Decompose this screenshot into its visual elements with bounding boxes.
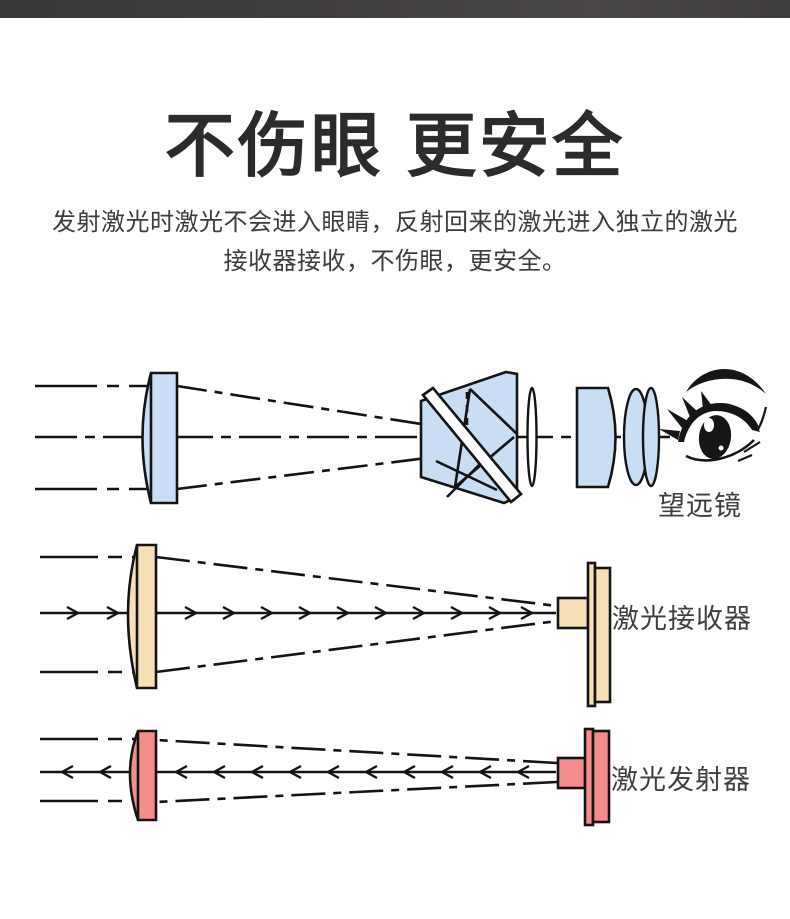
receiver-converging-rays — [155, 555, 558, 674]
transmitter-diagram — [40, 727, 611, 827]
telescope-label: 望远镜 — [658, 491, 742, 521]
objective-lens-icon — [141, 371, 179, 505]
prism-icon — [419, 370, 523, 505]
subtitle-line-2: 接收器接收，不伤眼，更安全。 — [223, 248, 567, 275]
relay-plate-icon — [526, 386, 538, 488]
field-lens-icon — [575, 386, 617, 489]
top-dark-bar — [0, 0, 790, 18]
transmitter-diverging-rays — [155, 738, 558, 804]
incoming-rays — [35, 384, 151, 491]
beamsplitter-band — [421, 386, 523, 504]
receiver-diagram — [40, 543, 612, 708]
converging-rays — [176, 384, 448, 491]
transmitter-module-icon — [556, 727, 611, 827]
page-title: 不伤眼 更安全 — [164, 107, 626, 185]
page-subtitle: 发射激光时激光不会进入眼睛，反射回来的激光进入独立的激光 接收器接收，不伤眼，更… — [0, 203, 790, 281]
telescope-diagram — [35, 368, 768, 505]
transmitter-lens-icon — [128, 729, 158, 822]
laser-receiver-label: 激光接收器 — [612, 604, 752, 634]
receiver-lens-icon — [126, 543, 158, 690]
eye-illustration — [659, 368, 768, 463]
eyepiece-lens-icon — [622, 386, 661, 488]
subtitle-line-1: 发射激光时激光不会进入眼睛，反射回来的激光进入独立的激光 — [52, 209, 738, 236]
laser-transmitter-label: 激光发射器 — [611, 765, 751, 795]
receiver-incoming-rays — [40, 555, 137, 674]
receiver-module-icon — [556, 561, 612, 708]
transmitter-outgoing-rays — [40, 737, 138, 803]
